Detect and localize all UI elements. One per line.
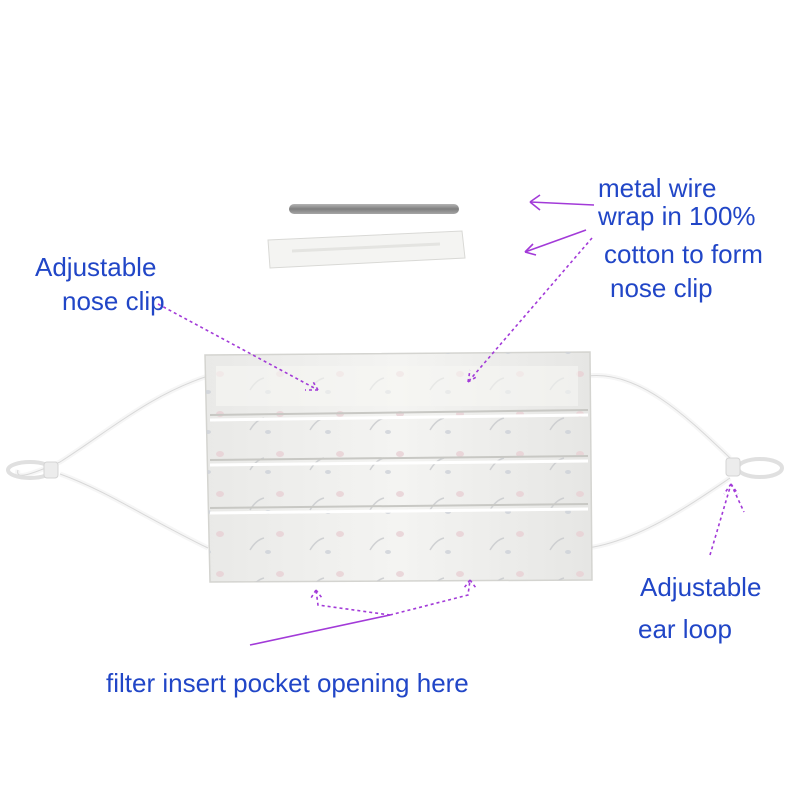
pocket-arrow-right (389, 579, 471, 616)
left-ear-loop (6, 373, 210, 551)
metal-wire-line-2: wrap in 100% (598, 201, 756, 231)
pocket-arrow-left (315, 589, 391, 616)
metal-wire-line-1: metal wire (598, 173, 717, 203)
ear-loop-arrow (709, 483, 732, 556)
adjustable-ear-loop-line-1: Adjustable (640, 572, 762, 602)
cotton-wrap-arrow (524, 229, 587, 253)
metal-wire-line-4: nose clip (610, 273, 713, 303)
metal-wire-line-3: cotton to form (604, 239, 763, 269)
mask-body (204, 351, 593, 583)
adjustable-nose-clip-line-1: Adjustable (35, 252, 157, 282)
annotation-arrows (157, 194, 745, 646)
metal-wire-arrow (529, 201, 595, 206)
right-ear-loop (587, 373, 784, 551)
adjustable-ear-loop-line-2: ear loop (638, 614, 732, 644)
mask-pleats (209, 409, 589, 515)
adjustable-ear-loop-label: Adjustable ear loop (638, 572, 762, 644)
cotton-wrapped-nose-clip (267, 230, 466, 269)
nose-clip-position-arrow (467, 237, 593, 383)
pocket-arrow-main (249, 614, 391, 646)
adjustable-nose-clip-line-2: nose clip (62, 286, 165, 316)
nose-clip-arrow (157, 303, 319, 391)
adjustable-nose-clip-label: Adjustable nose clip (35, 254, 165, 314)
metal-wire-label: metal wire wrap in 100% cotton to form n… (598, 175, 763, 301)
metal-wire-strip (289, 204, 459, 214)
filter-pocket-label: filter insert pocket opening here (106, 668, 469, 698)
